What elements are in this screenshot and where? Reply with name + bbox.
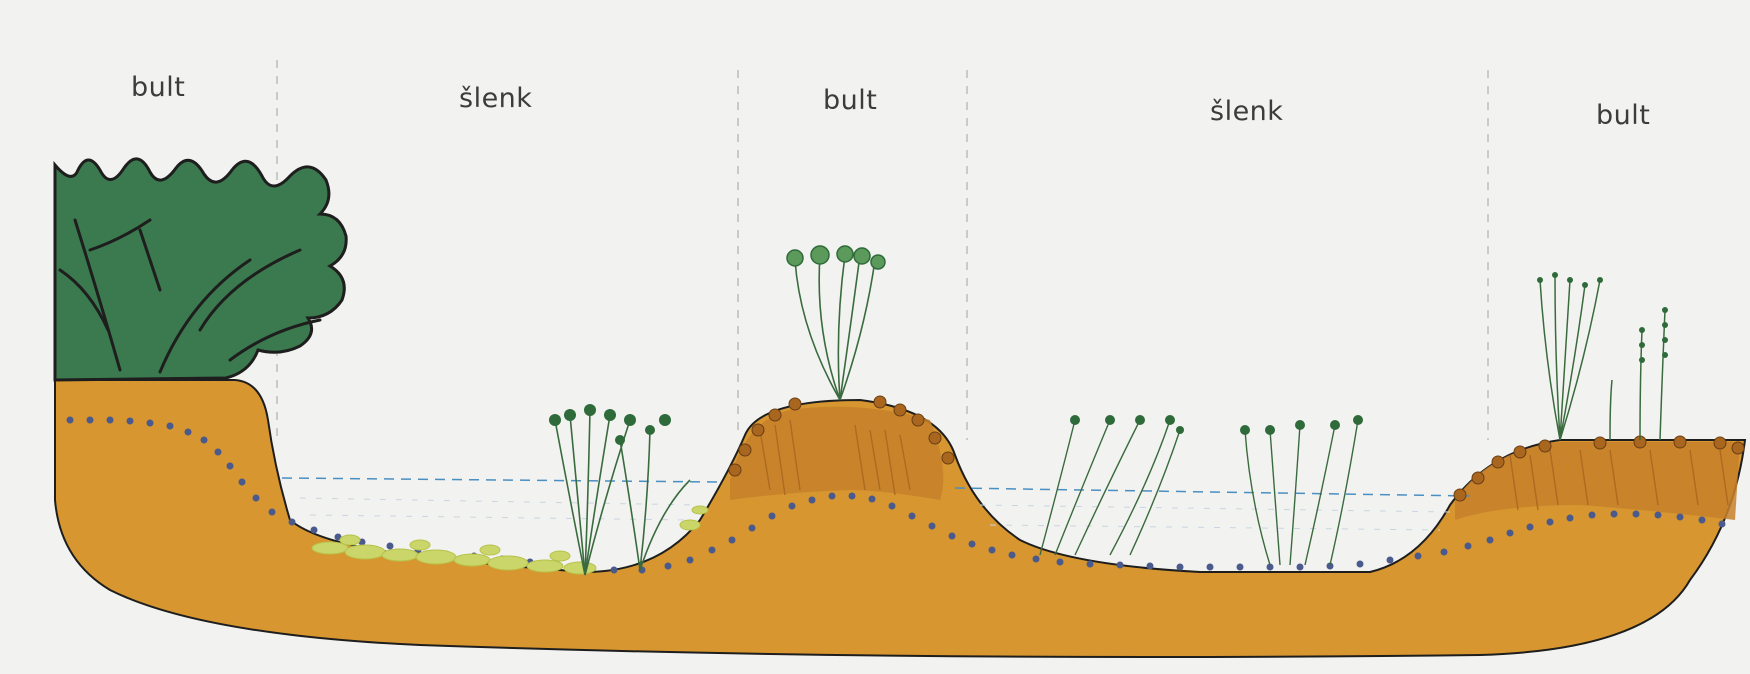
cotton-grass	[795, 255, 875, 400]
hollow-plant-heads	[1070, 415, 1363, 435]
hummock-grasses	[1540, 275, 1665, 440]
cotton-grass-heads	[787, 246, 885, 269]
zone-dividers	[277, 60, 1488, 440]
zone-label-hummock-2: bult	[823, 85, 877, 116]
sedge-heads	[549, 404, 671, 445]
zone-label-hollow-1: šlenk	[459, 83, 532, 114]
zone-label-hollow-2: šlenk	[1210, 96, 1283, 127]
zone-label-hummock-1: bult	[131, 72, 185, 103]
shrub	[55, 159, 346, 380]
zone-label-hummock-3: bult	[1596, 100, 1650, 131]
